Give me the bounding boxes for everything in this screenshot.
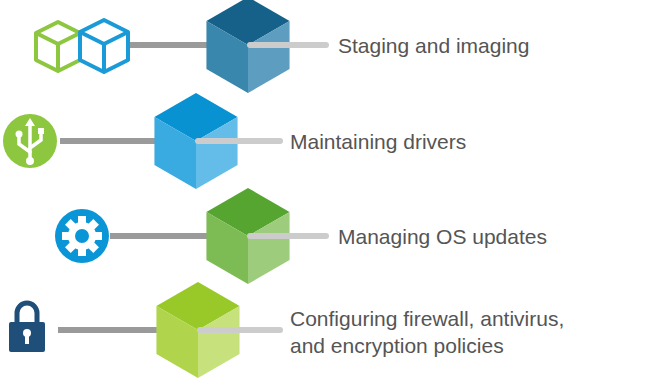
step-label: Staging and imaging bbox=[336, 32, 531, 59]
hex-cubes bbox=[154, 0, 289, 378]
cubes-icon bbox=[36, 20, 128, 72]
step-label: Managing OS updates bbox=[336, 223, 549, 250]
icon-connector bbox=[58, 45, 210, 330]
step-label: Configuring firewall, antivirus, and enc… bbox=[288, 305, 592, 359]
step-label: Maintaining drivers bbox=[288, 128, 468, 155]
lock-icon bbox=[9, 303, 45, 352]
gear-icon bbox=[55, 209, 109, 263]
leader-line bbox=[198, 45, 326, 330]
usb-icon bbox=[3, 114, 57, 168]
